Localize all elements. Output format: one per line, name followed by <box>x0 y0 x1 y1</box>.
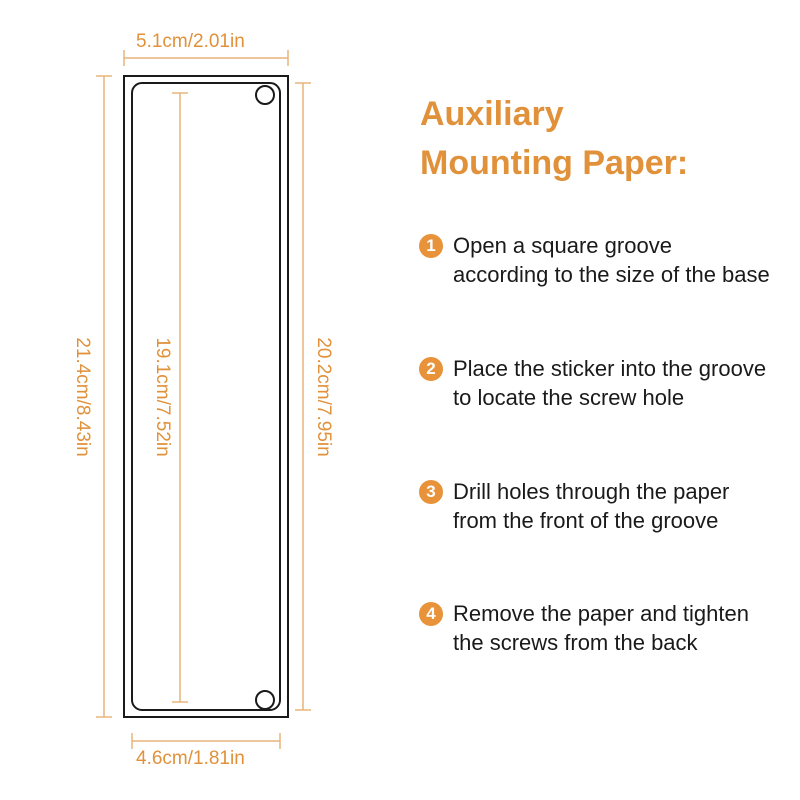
screw-hole-bottom <box>255 690 275 710</box>
top-width-dimension-line <box>123 50 289 66</box>
section-title: Auxiliary Mounting Paper: <box>420 90 688 188</box>
bottom-width-dimension-line <box>131 733 281 749</box>
inner-height-label: 19.1cm/7.52in <box>152 337 173 457</box>
step-text: Drill holes through the paper from the f… <box>453 479 730 533</box>
groove-inner-outline <box>131 82 281 711</box>
step-text: Place the sticker into the groove to loc… <box>453 356 767 410</box>
inner-height-dimension-line <box>172 92 188 703</box>
step-text: Remove the paper and tighten the screws … <box>453 601 749 655</box>
bottom-width-label: 4.6cm/1.81in <box>136 748 245 769</box>
right-height-dimension-line <box>295 82 311 711</box>
step-number-badge: 3 <box>419 480 443 504</box>
outer-height-label: 21.4cm/8.43in <box>72 337 93 457</box>
step-text: Open a square groove according to the si… <box>453 233 770 287</box>
title-line-2: Mounting Paper: <box>420 144 689 182</box>
top-width-label: 5.1cm/2.01in <box>136 31 245 52</box>
screw-hole-top <box>255 85 275 105</box>
title-line-1: Auxiliary <box>420 95 564 133</box>
outer-height-dimension-line <box>96 75 112 718</box>
paper-outer-outline <box>123 75 289 718</box>
step-number-badge: 2 <box>419 357 443 381</box>
step-number-badge: 4 <box>419 602 443 626</box>
step-number-badge: 1 <box>419 234 443 258</box>
right-height-label: 20.2cm/7.95in <box>313 337 334 457</box>
